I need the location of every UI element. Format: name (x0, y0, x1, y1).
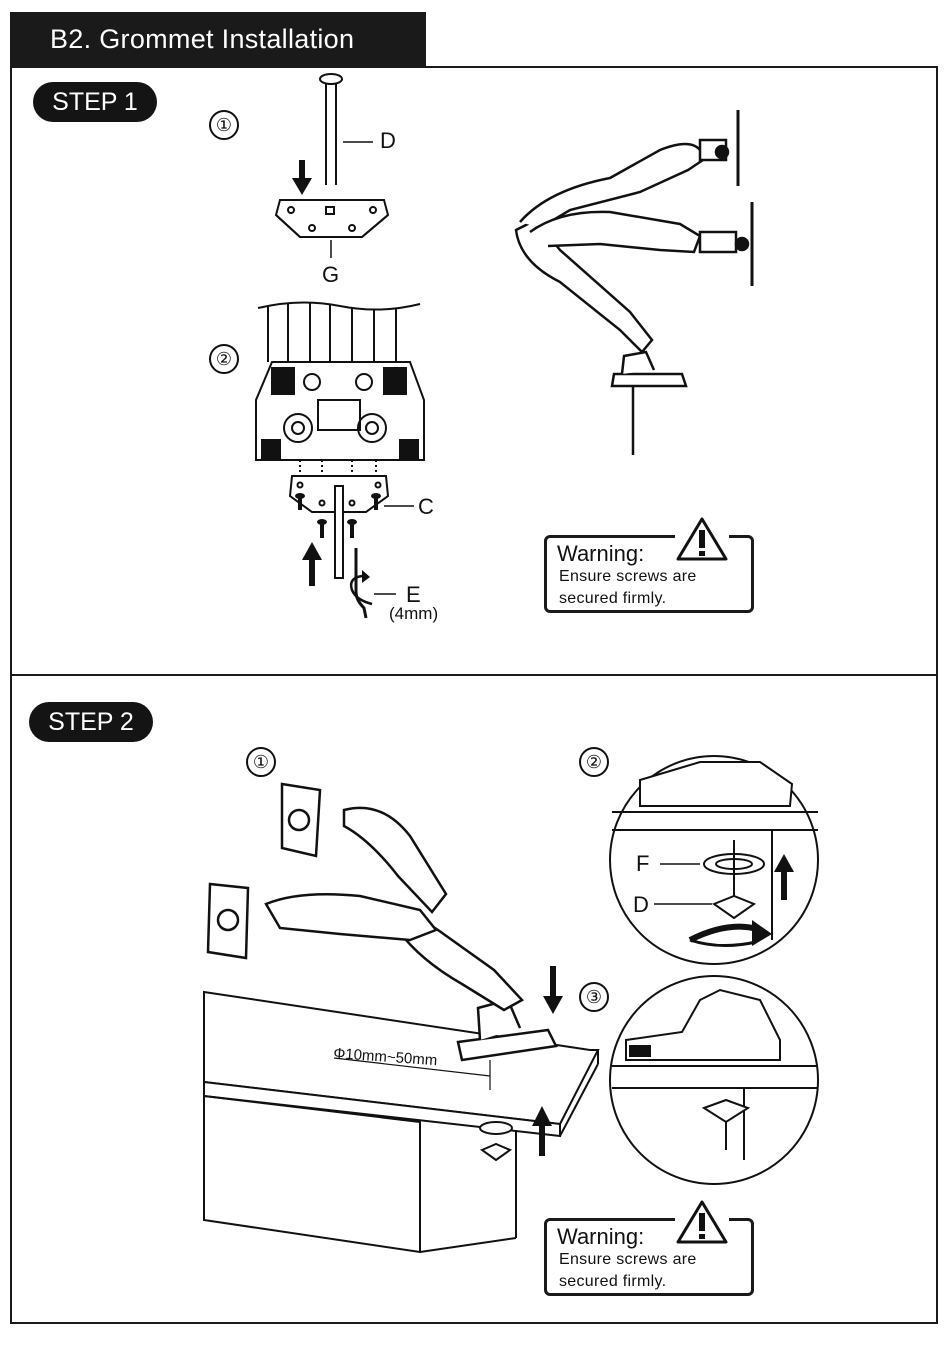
dual-monitor-arm-illustration (516, 110, 752, 455)
part-label-d2: D (633, 892, 649, 918)
bolt-d-illustration (320, 74, 373, 185)
warning-title: Warning: (557, 541, 644, 567)
step2-substep-1: ① (246, 747, 276, 777)
detail-circle-3 (610, 976, 818, 1184)
part-label-e-size: (4mm) (389, 604, 438, 624)
step1-warning-box: Warning: Ensure screws are secured firml… (544, 535, 754, 613)
part-label-g: G (322, 262, 339, 288)
warning-title: Warning: (557, 1224, 644, 1250)
part-label-d: D (380, 128, 396, 154)
warning-triangle-icon (675, 1199, 729, 1245)
step2-label: STEP 2 (29, 702, 153, 742)
warning-text-line2: secured firmly. (559, 1273, 666, 1291)
plate-g-illustration (276, 200, 388, 258)
warning-text-line1: Ensure screws are (559, 1251, 697, 1269)
part-label-f: F (636, 851, 649, 877)
part-label-c: C (418, 494, 434, 520)
warning-text-line1: Ensure screws are (559, 568, 697, 586)
warning-triangle-icon (675, 516, 729, 562)
step1-label: STEP 1 (33, 82, 157, 122)
step1-substep-2: ② (209, 344, 239, 374)
arrow-up-icon (302, 542, 322, 586)
step2-substep-2: ② (579, 747, 609, 777)
arrow-down-icon (292, 160, 312, 195)
step2-substep-3: ③ (579, 982, 609, 1012)
step1-substep-1: ① (209, 110, 239, 140)
step2-warning-box: Warning: Ensure screws are secured firml… (544, 1218, 754, 1296)
warning-text-line2: secured firmly. (559, 590, 666, 608)
arrow-down-icon (543, 966, 563, 1014)
